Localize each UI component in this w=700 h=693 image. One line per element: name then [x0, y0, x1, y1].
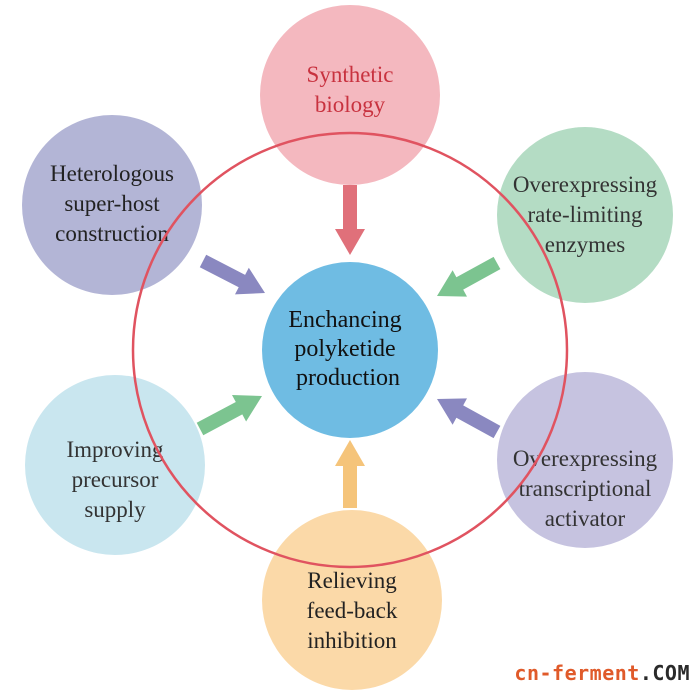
arrows — [196, 185, 501, 508]
node-label-line: biology — [315, 92, 386, 117]
node-label-line: super-host — [64, 191, 160, 216]
node-overexpressing-transcriptional-activator: Overexpressing transcriptional activator — [497, 372, 673, 548]
node-overexpressing-rate-limiting-enzymes: Overexpressing rate-limiting enzymes — [497, 127, 673, 303]
arrow-heterologous-super-host-construction — [199, 254, 265, 295]
node-label-line: Overexpressing — [513, 172, 658, 197]
outer-ring — [131, 131, 569, 569]
watermark-tld: COM — [652, 661, 690, 685]
node-label-line: transcriptional — [519, 476, 652, 501]
node-label-line: Overexpressing — [513, 446, 658, 471]
node-label-line: Heterologous — [50, 161, 174, 186]
node-label-relieving-feed-back-inhibition: Relieving feed-back inhibition — [307, 568, 398, 653]
center-node: Enchancing polyketide production — [262, 262, 438, 438]
node-heterologous-super-host-construction: Heterologous super-host construction — [22, 115, 202, 295]
arrow-improving-precursor-supply — [196, 395, 262, 436]
node-label-line: inhibition — [307, 628, 397, 653]
arrow-synthetic-biology — [335, 185, 365, 255]
node-label-line: rate-limiting — [528, 202, 643, 227]
node-label-heterologous-super-host-construction: Heterologous super-host construction — [50, 161, 174, 246]
node-label-overexpressing-rate-limiting-enzymes: Overexpressing rate-limiting enzymes — [513, 172, 658, 257]
node-circle-relieving-feed-back-inhibition — [262, 510, 442, 690]
node-label-line: construction — [55, 221, 169, 246]
node-label-synthetic-biology: Synthetic biology — [307, 62, 394, 117]
watermark-brand: cn-ferment — [514, 661, 640, 685]
arrow-relieving-feed-back-inhibition — [335, 440, 365, 508]
center-label-line-2: polyketide — [294, 336, 395, 362]
arrow-overexpressing-rate-limiting-enzymes — [437, 256, 501, 297]
center-label-line-1: Enchancing — [288, 307, 401, 333]
node-label-overexpressing-transcriptional-activator: Overexpressing transcriptional activator — [513, 446, 658, 531]
node-label-line: enzymes — [545, 232, 626, 257]
node-circle-synthetic-biology — [260, 5, 440, 185]
center-circle — [262, 262, 438, 438]
center-label-line-3: production — [296, 365, 400, 391]
node-label-line: Relieving — [307, 568, 397, 593]
node-synthetic-biology: Synthetic biology — [260, 5, 440, 185]
node-circle-improving-precursor-supply — [25, 375, 205, 555]
node-relieving-feed-back-inhibition: Relieving feed-back inhibition — [262, 510, 442, 690]
watermark-dot: . — [639, 661, 653, 685]
node-label-line: activator — [545, 506, 626, 531]
watermark-logo: cn-ferment.COM — [514, 661, 690, 685]
center-label: Enchancing polyketide production — [288, 307, 407, 391]
node-improving-precursor-supply: Improving precursor supply — [25, 375, 205, 555]
node-circle-overexpressing-transcriptional-activator — [497, 372, 673, 548]
arrow-overexpressing-transcriptional-activator — [437, 398, 501, 439]
node-label-line: Synthetic — [307, 62, 394, 87]
node-label-line: precursor — [72, 467, 159, 492]
node-label-line: supply — [84, 497, 146, 522]
node-circle-overexpressing-rate-limiting-enzymes — [497, 127, 673, 303]
node-label-improving-precursor-supply: Improving precursor supply — [66, 437, 164, 522]
node-label-line: feed-back — [307, 598, 398, 623]
node-label-line: Improving — [66, 437, 164, 462]
